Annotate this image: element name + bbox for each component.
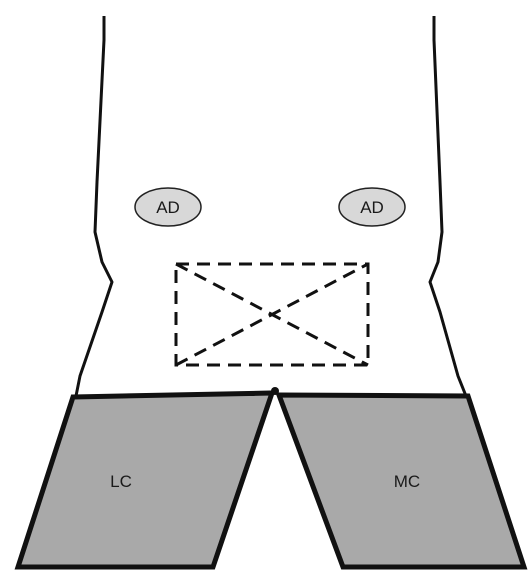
dashed-region-box xyxy=(176,264,368,365)
adductor-label-right: AD xyxy=(360,198,384,217)
bone-outline-left xyxy=(76,16,112,396)
lateral-condyle-block xyxy=(18,393,272,567)
apex-dot xyxy=(271,387,279,395)
bone-outline-right xyxy=(430,16,466,396)
adductor-label-left: AD xyxy=(156,198,180,217)
lateral-condyle-label: LC xyxy=(110,472,132,491)
medial-condyle-label: MC xyxy=(394,472,420,491)
